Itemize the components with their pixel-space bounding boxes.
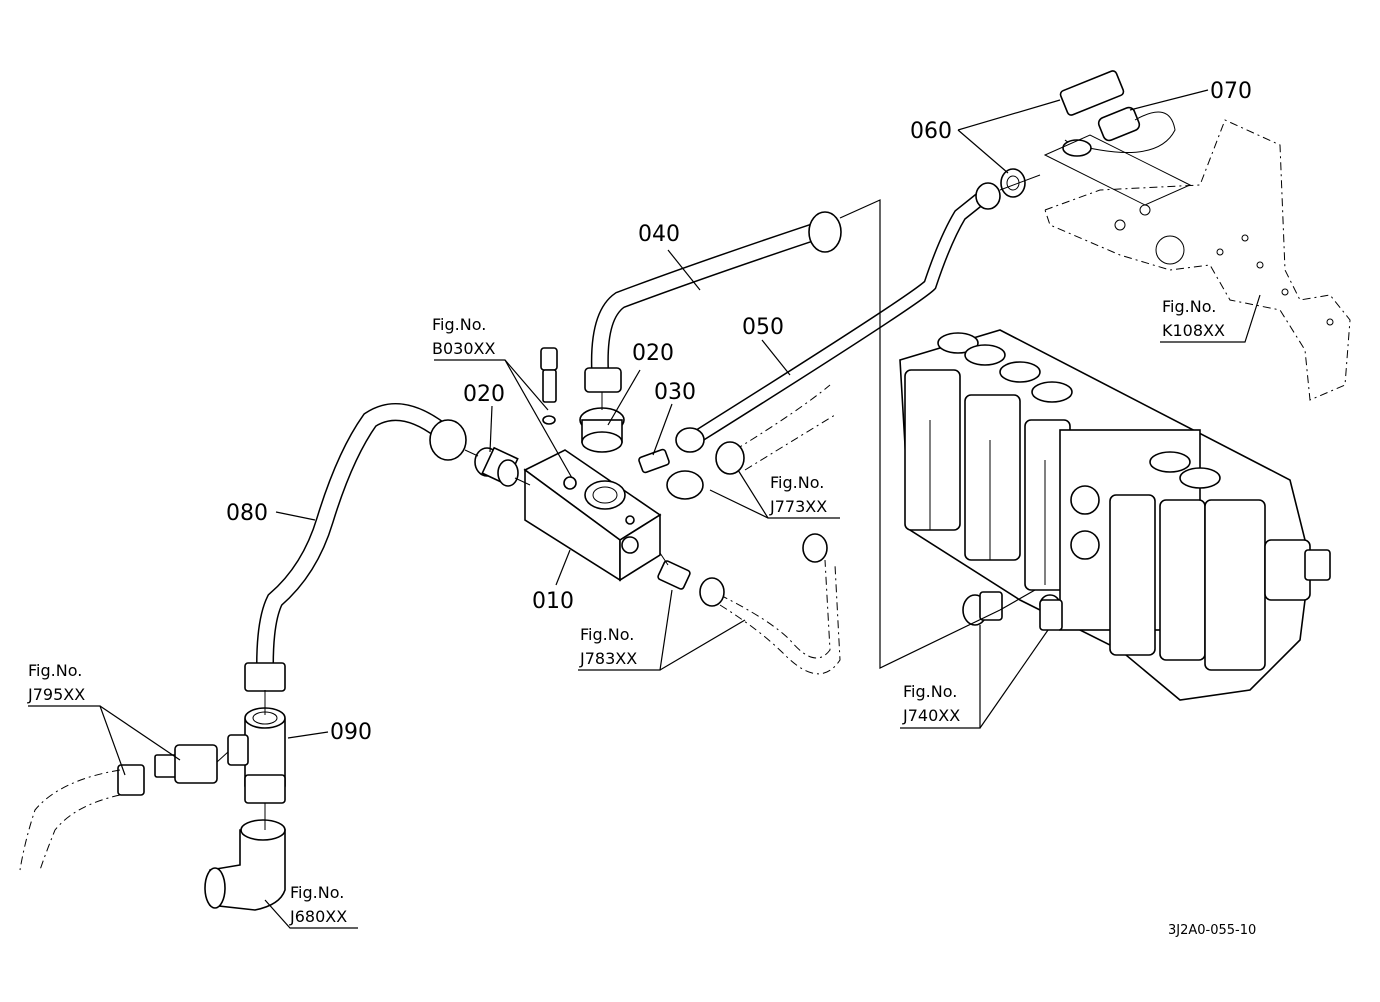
mounting-bracket — [1044, 119, 1351, 401]
callout-030: 030 — [654, 380, 696, 405]
fitting-j795 — [19, 744, 218, 871]
drawing-code: 3J2A0-055-10 — [1168, 923, 1256, 938]
callout-020-upper: 020 — [632, 341, 674, 366]
callout-050: 050 — [742, 315, 784, 340]
ref-j680xx-prefix: Fig.No. — [290, 883, 344, 902]
ref-j740xx-prefix: Fig.No. — [903, 682, 957, 701]
ref-j680xx[interactable]: Fig.No. J680XX — [289, 883, 347, 926]
ref-b030xx[interactable]: Fig.No. B030XX — [432, 315, 495, 358]
ref-j783xx[interactable]: Fig.No. J783XX — [579, 625, 637, 668]
ref-j783xx-prefix: Fig.No. — [580, 625, 634, 644]
ref-j680xx-code: J680XX — [289, 907, 347, 926]
elbow-j680 — [204, 819, 286, 911]
hose-j773 — [666, 384, 836, 500]
leader-lines — [28, 89, 1261, 929]
ref-j783xx-code: J783XX — [579, 649, 637, 668]
pipe-050 — [675, 182, 1001, 453]
ref-j773xx-code: J773XX — [769, 497, 827, 516]
ref-k108xx[interactable]: Fig.No. K108XX — [1162, 297, 1225, 340]
ref-b030xx-prefix: Fig.No. — [432, 315, 486, 334]
nut-060 — [1000, 168, 1026, 198]
ref-b030xx-code: B030XX — [432, 339, 495, 358]
callout-040: 040 — [638, 222, 680, 247]
ref-j773xx-prefix: Fig.No. — [770, 473, 824, 492]
pipe-040 — [584, 211, 842, 393]
valve-block-010 — [523, 449, 662, 582]
ref-j795xx-code: J795XX — [27, 685, 85, 704]
ref-k108xx-code: K108XX — [1162, 321, 1225, 340]
callout-010: 010 — [532, 589, 574, 614]
ref-j773xx[interactable]: Fig.No. J773XX — [769, 473, 827, 516]
tee-fitting-090 — [227, 707, 286, 804]
callout-070: 070 — [1210, 79, 1252, 104]
ref-j795xx[interactable]: Fig.No. J795XX — [27, 661, 85, 704]
ref-j795xx-prefix: Fig.No. — [28, 661, 82, 680]
callout-080: 080 — [226, 501, 268, 526]
ref-k108xx-prefix: Fig.No. — [1162, 297, 1216, 316]
adapter-020-left — [474, 446, 519, 487]
quick-coupler-070 — [1043, 70, 1192, 206]
adapter-020-top — [579, 407, 625, 453]
callout-090: 090 — [330, 720, 372, 745]
pipe-080 — [244, 403, 467, 692]
fitting-j740 — [962, 591, 1063, 631]
ref-j740xx[interactable]: Fig.No. J740XX — [902, 682, 960, 725]
callout-020-left: 020 — [463, 382, 505, 407]
plug-030 — [638, 448, 670, 474]
hose-j783 — [657, 533, 841, 675]
callout-060: 060 — [910, 119, 952, 144]
ref-j740xx-code: J740XX — [902, 706, 960, 725]
pressure-switch-b030 — [540, 347, 558, 425]
control-valve-assembly — [899, 329, 1331, 701]
